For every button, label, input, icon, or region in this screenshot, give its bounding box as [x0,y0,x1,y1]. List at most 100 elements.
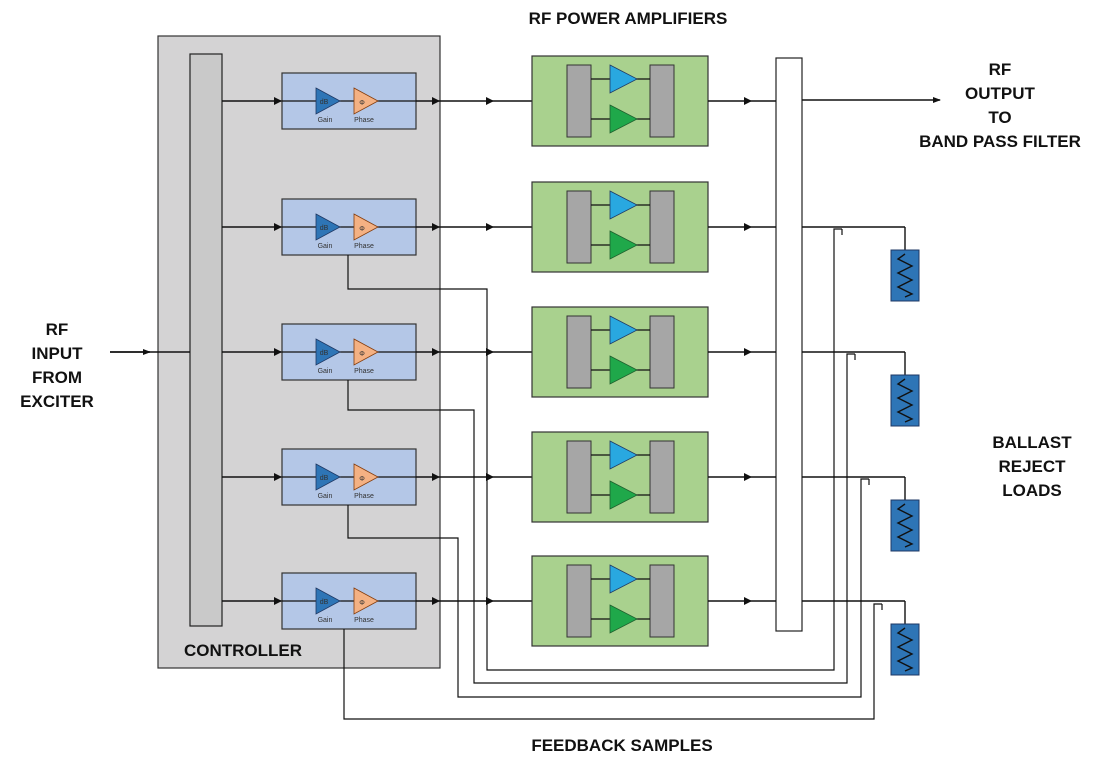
rf-power-amplifier [531,306,709,398]
gain-triangle [315,463,341,491]
arrow-head [274,473,282,481]
phase-symbol-label: Φ [359,226,365,233]
amp-lower-triangle [609,104,638,134]
arrow-head [432,348,440,356]
resistor-zigzag [896,503,914,548]
feedback-samples-label: FEEDBACK SAMPLES [531,736,712,755]
arrow-head [744,97,752,105]
phase-symbol-label: Φ [359,476,365,483]
phase-triangle [353,587,379,615]
amp-output-combiner [649,190,675,264]
rf-power-amplifier [531,181,709,273]
arrow-head [486,223,494,231]
phase-triangle [353,463,379,491]
output-combiner [775,57,803,632]
rf-power-amplifier [531,55,709,147]
channel-4: dB Φ Gain Phase [222,431,920,552]
input-splitter [189,53,223,627]
amp-input-splitter [566,315,592,389]
svg-text:INPUT: INPUT [32,344,84,363]
svg-text:LOADS: LOADS [1002,481,1062,500]
arrow-head [486,473,494,481]
arrow-head [486,597,494,605]
gain-triangle [315,587,341,615]
ballast-load [890,249,920,302]
phase-symbol-label: Φ [359,600,365,607]
gain-triangle [315,87,341,115]
gain-label: Gain [318,617,333,624]
phase-symbol-label: Φ [359,100,365,107]
svg-text:OUTPUT: OUTPUT [965,84,1036,103]
feedback-line-5 [343,603,882,720]
amp-upper-triangle [609,564,638,594]
phase-label: Phase [354,493,374,500]
amp-input-splitter [566,564,592,638]
amp-lower-triangle [609,604,638,634]
arrow-head [432,97,440,105]
phase-triangle [353,213,379,241]
amp-output-combiner [649,315,675,389]
controller-label: CONTROLLER [184,641,302,660]
arrow-head [432,223,440,231]
ballast-load [890,374,920,427]
arrow-head [274,97,282,105]
gain-db-label: dB [320,350,329,357]
amp-upper-triangle [609,315,638,345]
gain-db-label: dB [320,475,329,482]
rf-power-amplifier [531,431,709,523]
gain-triangle [315,338,341,366]
arrow-head [744,348,752,356]
gain-label: Gain [318,368,333,375]
resistor-zigzag [896,253,914,298]
resistor-zigzag [896,627,914,672]
channel-5: dB Φ Gain Phase [222,555,920,676]
gain-label: Gain [318,243,333,250]
arrow-head [744,223,752,231]
gain-label: Gain [318,493,333,500]
feedback-line-4 [347,478,869,698]
amp-upper-triangle [609,64,638,94]
input-label: RF INPUT FROM EXCITER [20,320,94,411]
phase-label: Phase [354,617,374,624]
rf-power-amplifiers-label: RF POWER AMPLIFIERS [529,9,728,28]
ballast-label: BALLAST REJECT LOADS [992,433,1072,500]
output-label: RF OUTPUT TO BAND PASS FILTER [919,60,1081,151]
svg-text:BALLAST: BALLAST [992,433,1072,452]
amp-lower-triangle [609,480,638,510]
arrow-head [486,348,494,356]
channel-2: dB Φ Gain Phase [222,181,920,302]
arrow-head [274,597,282,605]
arrow-head [744,597,752,605]
svg-text:TO: TO [988,108,1011,127]
feedback-line-2 [347,228,842,671]
phase-label: Phase [354,243,374,250]
phase-label: Phase [354,368,374,375]
svg-text:FROM: FROM [32,368,82,387]
amp-input-splitter [566,64,592,138]
resistor-zigzag [896,378,914,423]
svg-text:RF: RF [46,320,69,339]
svg-text:REJECT: REJECT [998,457,1066,476]
phase-label: Phase [354,117,374,124]
arrow-head [274,348,282,356]
amp-input-splitter [566,190,592,264]
svg-text:EXCITER: EXCITER [20,392,94,411]
arrow-head [744,473,752,481]
arrow-head [274,223,282,231]
gain-db-label: dB [320,225,329,232]
ballast-load [890,499,920,552]
amp-output-combiner [649,564,675,638]
phase-triangle [353,338,379,366]
gain-db-label: dB [320,599,329,606]
arrow-head [432,473,440,481]
gain-db-label: dB [320,99,329,106]
amp-lower-triangle [609,230,638,260]
ballast-load [890,623,920,676]
arrow-head [432,597,440,605]
amp-upper-triangle [609,440,638,470]
gain-triangle [315,213,341,241]
